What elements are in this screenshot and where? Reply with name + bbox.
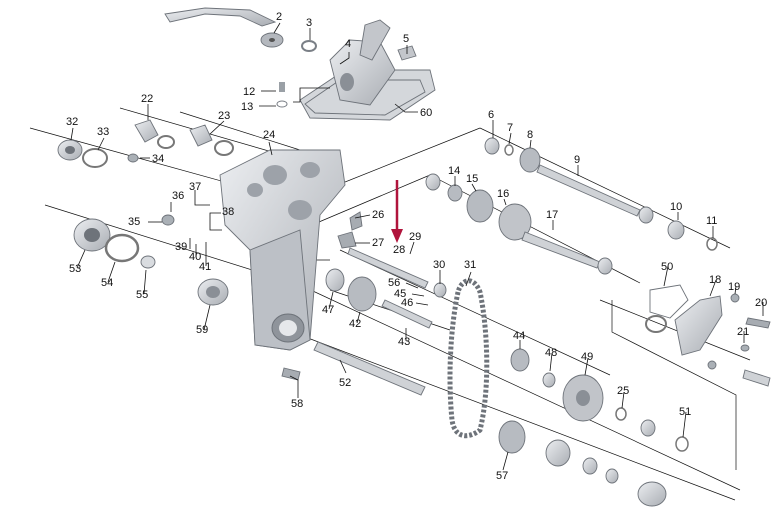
callout-50-label: 49 bbox=[581, 351, 593, 363]
callout-46-label: 45 bbox=[394, 288, 406, 300]
callout-15-label: 15 bbox=[466, 173, 478, 185]
callout-8-label: 8 bbox=[527, 129, 533, 141]
callout-20-label: 19 bbox=[728, 281, 740, 293]
callout-36-label: 36 bbox=[172, 190, 184, 202]
upper-shaft-parts bbox=[425, 137, 718, 275]
callout-31-label: 31 bbox=[464, 259, 476, 271]
callout-2-label: 2 bbox=[276, 11, 282, 23]
callout-11-label: 11 bbox=[706, 215, 717, 227]
callout-43-label: 42 bbox=[349, 318, 361, 330]
callout-9-label: 9 bbox=[574, 154, 580, 166]
drive-chain-part bbox=[447, 278, 490, 439]
left-cover-parts bbox=[57, 119, 234, 306]
callout-10-label: 10 bbox=[670, 201, 682, 213]
middle-shaft-parts bbox=[325, 211, 447, 329]
callout-12-label: 12 bbox=[243, 86, 255, 98]
callout-49-label: 48 bbox=[545, 347, 557, 359]
callout-44-label: 43 bbox=[398, 336, 410, 348]
callout-51-label: 25 bbox=[617, 385, 629, 397]
callout-6-label: 6 bbox=[488, 109, 494, 121]
callout-58-label: 57 bbox=[496, 470, 508, 482]
callout-34-label: 34 bbox=[152, 153, 164, 165]
callout-leader-lines bbox=[70, 22, 764, 471]
small-bolt-parts bbox=[276, 82, 288, 108]
callout-28-label: 28 bbox=[393, 244, 405, 256]
callout-45-label: 56 bbox=[388, 277, 400, 289]
callout-54-label: 54 bbox=[101, 277, 113, 289]
gearbox-housing-part bbox=[219, 149, 346, 351]
callout-16-label: 16 bbox=[497, 188, 509, 200]
callout-23-label: 23 bbox=[218, 110, 230, 122]
pointer-arrow bbox=[391, 180, 403, 243]
callout-25-label: 21 bbox=[737, 326, 749, 338]
callout-59-label: 58 bbox=[291, 398, 303, 410]
callout-30-label: 30 bbox=[433, 259, 445, 271]
callout-32-label: 32 bbox=[66, 116, 78, 128]
callout-19-label: 18 bbox=[709, 274, 721, 286]
callout-21-label: 20 bbox=[755, 297, 767, 309]
callout-4-label: 4 bbox=[345, 38, 351, 50]
callout-52-label: 51 bbox=[679, 406, 691, 418]
callout-35-label: 35 bbox=[128, 216, 140, 228]
callout-17-label: 17 bbox=[546, 209, 558, 221]
callout-24-label: 24 bbox=[263, 129, 275, 141]
callout-29-label: 29 bbox=[409, 231, 421, 243]
callout-48-label: 44 bbox=[513, 330, 525, 342]
callout-38-label: 38 bbox=[222, 206, 234, 218]
callout-5-label: 5 bbox=[403, 33, 409, 45]
gearshift-housing-part bbox=[299, 19, 436, 121]
callout-7-label: 7 bbox=[507, 122, 513, 134]
right-cover-parts bbox=[611, 284, 771, 470]
callout-42-label: 47 bbox=[322, 304, 334, 316]
lower-gear-parts bbox=[281, 341, 689, 507]
callout-3-label: 3 bbox=[306, 17, 312, 29]
control-lever-part bbox=[164, 7, 317, 52]
callout-57-label: 52 bbox=[339, 377, 351, 389]
callout-22-label: 22 bbox=[141, 93, 153, 105]
callout-27-label: 27 bbox=[372, 237, 384, 249]
callout-53-label: 53 bbox=[69, 263, 81, 275]
callout-40-label: 40 bbox=[189, 251, 201, 263]
callout-13-label: 13 bbox=[241, 101, 253, 113]
callout-55-label: 55 bbox=[136, 289, 148, 301]
callout-14-label: 14 bbox=[448, 165, 460, 177]
callout-47-label: 46 bbox=[401, 297, 413, 309]
callout-37-label: 37 bbox=[189, 181, 201, 193]
callout-labels: 2 3 4 5 60 12 13 22 23 32 33 34 24 6 7 8… bbox=[66, 11, 767, 482]
callout-33-label: 33 bbox=[97, 126, 109, 138]
callout-18-label: 50 bbox=[661, 261, 673, 273]
callout-39-label: 39 bbox=[175, 241, 187, 253]
callout-26-label: 26 bbox=[372, 209, 384, 221]
callout-41-label: 41 bbox=[199, 261, 211, 273]
callout-60-label: 60 bbox=[420, 107, 432, 119]
callout-56-label: 59 bbox=[196, 324, 208, 336]
